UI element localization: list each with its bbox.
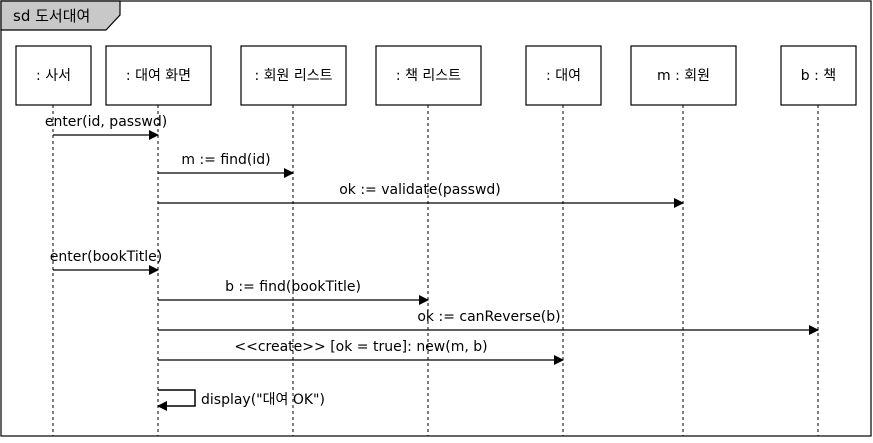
- message-create-rental: <<create>> [ok = true]: new(m, b): [158, 339, 564, 365]
- message-label: enter(bookTitle): [50, 249, 162, 265]
- lifeline-rental-screen-label: : 대여 화면: [126, 68, 191, 84]
- lifeline-book-list-label: : 책 리스트: [396, 68, 461, 84]
- lifeline-member-list-box: [240, 45, 347, 106]
- message-label: ok := canReverse(b): [417, 309, 560, 325]
- lifeline-member-m-label: m : 회원: [657, 68, 710, 84]
- message-label: m := find(id): [181, 152, 270, 168]
- message-display-self: display("대여 OK"): [157, 389, 325, 411]
- message-enter-booktitle: enter(bookTitle): [50, 249, 162, 275]
- lifeline-book-b: b : 책: [780, 45, 857, 436]
- lifeline-member-list-label: : 회원 리스트: [254, 68, 332, 84]
- lifeline-librarian: : 사서: [15, 45, 92, 436]
- lifeline-book-list-box: [375, 45, 482, 106]
- lifeline-book-b-label: b : 책: [801, 68, 836, 84]
- lifeline-rental-box: [525, 45, 602, 106]
- message-enter-id-passwd: enter(id, passwd): [45, 114, 167, 140]
- message-find-id: m := find(id): [158, 152, 294, 178]
- lifeline-librarian-label: : 사서: [36, 68, 71, 84]
- lifeline-member-m: m : 회원: [630, 45, 737, 436]
- message-label: ok := validate(passwd): [339, 182, 501, 198]
- frame-label-tab: [0, 0, 121, 31]
- lifeline-book-b-box: [780, 45, 857, 106]
- message-label: display("대여 OK"): [201, 392, 325, 408]
- frame-title: sd 도서대여: [13, 7, 90, 25]
- message-label: <<create>> [ok = true]: new(m, b): [234, 339, 487, 355]
- lifeline-rental-label: : 대여: [546, 68, 581, 84]
- message-validate: ok := validate(passwd): [158, 182, 684, 208]
- lifeline-rental-screen-box: [105, 45, 212, 106]
- message-canreverse: ok := canReverse(b): [158, 309, 819, 335]
- message-label: enter(id, passwd): [45, 114, 167, 130]
- lifeline-rental-screen: : 대여 화면: [105, 45, 212, 436]
- lifeline-rental: : 대여: [525, 45, 602, 436]
- lifeline-book-list: : 책 리스트: [375, 45, 482, 436]
- lifeline-librarian-box: [15, 45, 92, 106]
- lifeline-member-m-box: [630, 45, 737, 106]
- message-label: b := find(bookTitle): [225, 279, 361, 295]
- lifeline-member-list: : 회원 리스트: [240, 45, 347, 436]
- message-find-booktitle: b := find(bookTitle): [158, 279, 429, 305]
- self-message-arrow: [157, 389, 196, 411]
